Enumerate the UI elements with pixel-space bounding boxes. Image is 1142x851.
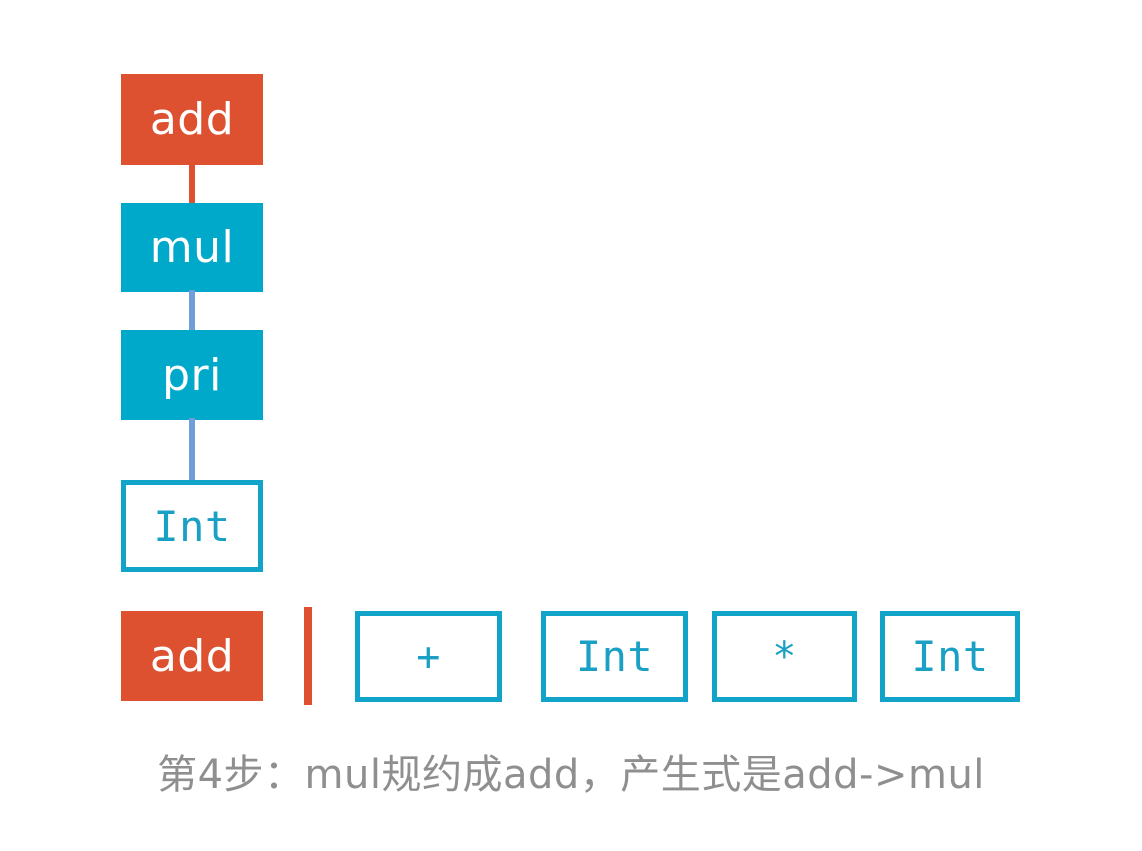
stack-node-mul[interactable]: mul <box>121 203 263 292</box>
input-cursor-bar <box>304 607 312 705</box>
stack-node-pri[interactable]: pri <box>121 330 263 420</box>
connector-mul-to-pri <box>189 290 195 332</box>
token-asterisk[interactable]: * <box>712 611 857 702</box>
token-int-1[interactable]: Int <box>541 611 688 702</box>
stack-node-add-root[interactable]: add <box>121 74 263 165</box>
token-row-stack-add[interactable]: add <box>121 611 263 701</box>
stack-node-int[interactable]: Int <box>121 480 263 572</box>
token-int-2[interactable]: Int <box>880 611 1020 702</box>
token-plus[interactable]: + <box>355 611 502 702</box>
connector-pri-to-int <box>189 418 195 482</box>
step-caption: 第4步：mul规约成add，产生式是add->mul <box>157 752 985 798</box>
connector-add-to-mul <box>189 163 195 205</box>
